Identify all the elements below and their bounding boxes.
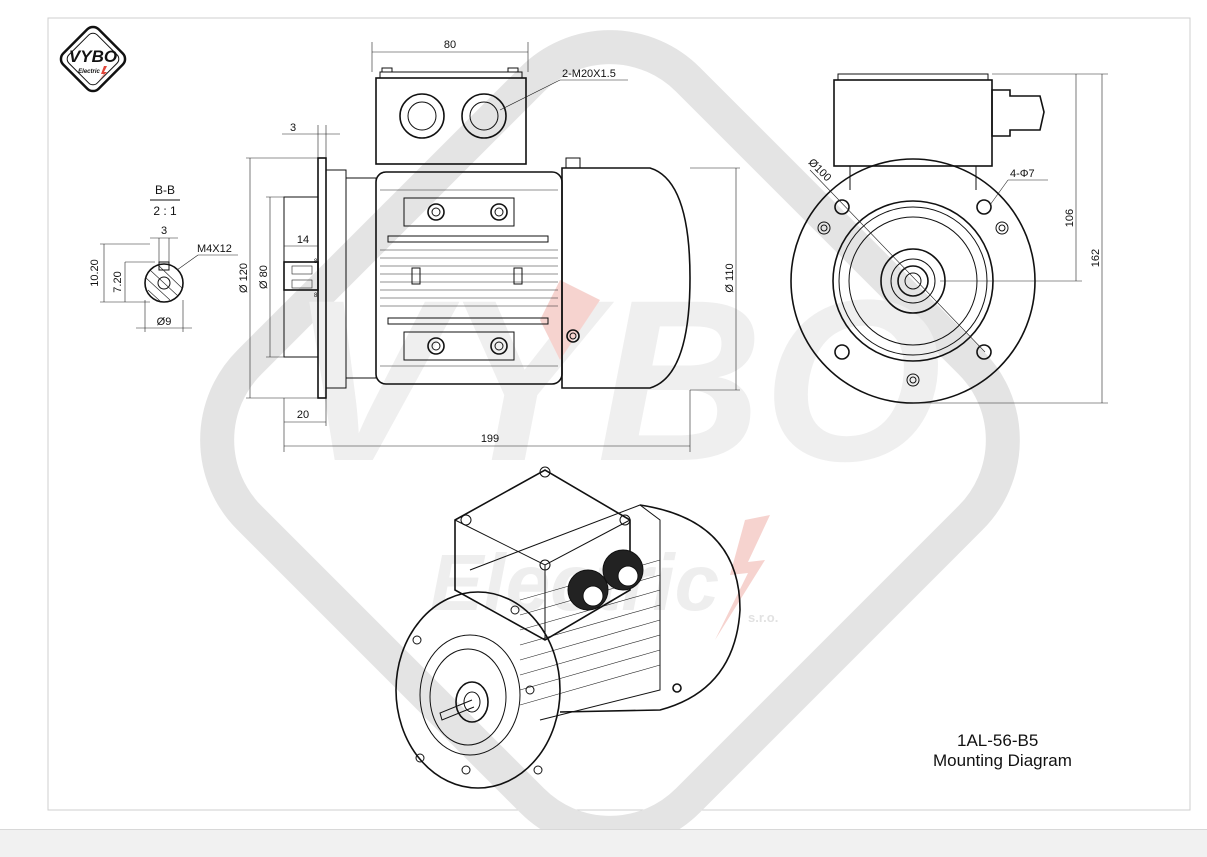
fan-cover xyxy=(561,167,691,389)
logo-brand: VYBO xyxy=(69,47,117,66)
key-height-inner: 7.20 xyxy=(112,271,124,292)
iso-flange xyxy=(395,591,561,789)
section-view: B-B 2 : 1 3 M4X12 10.20 7.20 Ø9 xyxy=(89,183,238,332)
logo-sub: Electric xyxy=(78,69,100,75)
isometric-view xyxy=(395,466,741,789)
thread-hole xyxy=(157,276,171,290)
shaft-section-circle xyxy=(144,263,184,303)
dim-gland-width: 80 xyxy=(444,39,456,51)
dim-gland-thread: 2-M20X1.5 xyxy=(562,68,616,80)
svg-text:8: 8 xyxy=(314,293,318,299)
thread-label: M4X12 xyxy=(197,243,232,255)
caption-model: 1AL-56-B5 xyxy=(957,731,1038,750)
section-name: B-B xyxy=(155,183,175,197)
dim-key-length: 14 xyxy=(297,234,309,246)
dim-total-height: 162 xyxy=(1090,249,1102,267)
iso-terminal-box xyxy=(454,469,631,641)
bottom-strip xyxy=(0,829,1207,857)
logo-bolt-icon xyxy=(99,66,107,80)
caption-subtitle: Mounting Diagram xyxy=(933,751,1072,770)
dim-spigot-diameter: Ø 120 xyxy=(238,263,250,293)
dim-spigot-length: 20 xyxy=(297,409,309,421)
dim-body-diameter: Ø 110 xyxy=(724,263,736,292)
front-gland xyxy=(991,89,1045,137)
dim-holes: 4-Φ7 xyxy=(1010,168,1035,180)
keyway-width: 3 xyxy=(161,225,167,237)
cable-gland-1 xyxy=(399,93,445,139)
section-scale: 2 : 1 xyxy=(153,204,177,218)
svg-text:8: 8 xyxy=(314,259,318,265)
dim-total-length: 199 xyxy=(481,433,499,445)
cable-gland-2 xyxy=(461,93,507,139)
key-height-outer: 10.20 xyxy=(89,259,101,287)
watermark-bolt-icon xyxy=(715,515,770,640)
side-view: 8 8 80 xyxy=(238,39,740,452)
iso-shaft xyxy=(439,699,475,721)
dim-pilot-diameter: Ø 80 xyxy=(258,265,270,289)
shaft-diameter: Ø9 xyxy=(157,316,172,328)
watermark-suffix: s.r.o. xyxy=(748,610,778,625)
shaft xyxy=(283,261,319,291)
dim-axis-height: 106 xyxy=(1064,209,1076,227)
watermark-bolt-icon-2 xyxy=(540,280,600,360)
watermark-letters: VYBO xyxy=(290,252,942,509)
company-logo: VYBO Electric xyxy=(59,25,127,93)
dim-flange-thickness: 3 xyxy=(290,122,296,134)
